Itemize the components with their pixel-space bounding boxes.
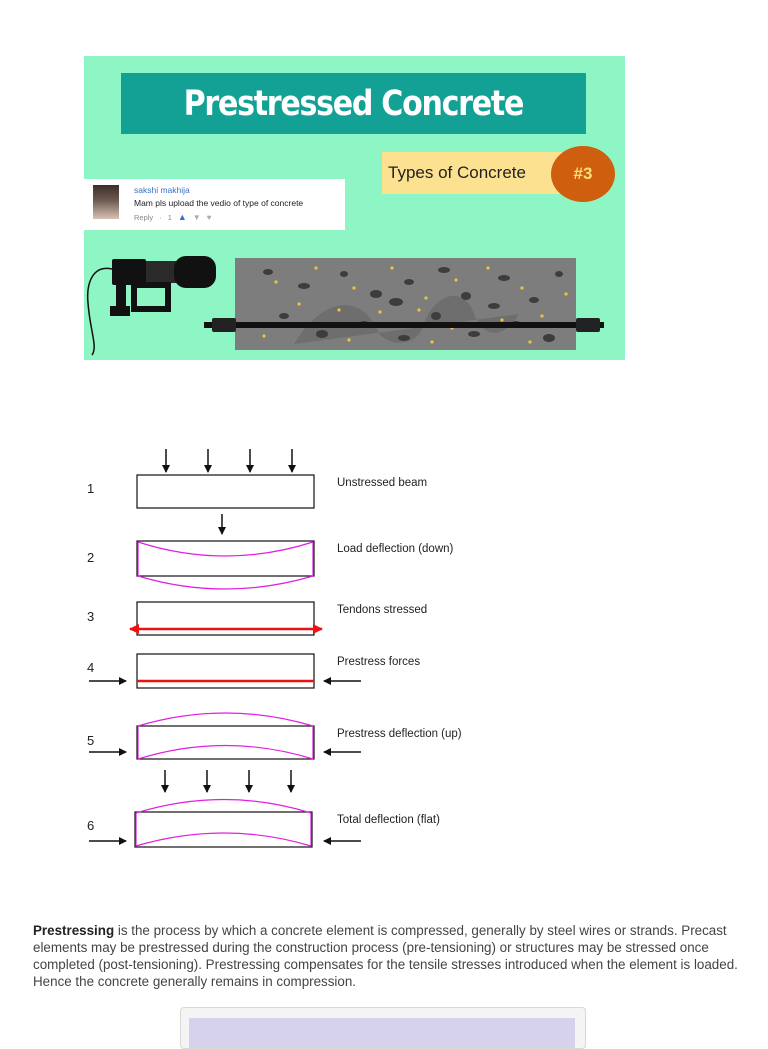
step-label: Prestress deflection (up) [337, 728, 462, 740]
step-label: Tendons stressed [337, 604, 428, 616]
comment-actions: Reply · 1 ▲ ▼ ♥ [134, 212, 212, 222]
beam-6 [134, 811, 313, 848]
step-number: 2 [87, 550, 95, 565]
beam-5 [136, 725, 315, 760]
hydraulic-jack-icon [86, 256, 216, 356]
beam-2 [136, 540, 315, 577]
prestressing-definition: Prestressing is the process by which a c… [33, 922, 738, 990]
comment-author: sakshi makhija [134, 185, 190, 195]
beam-1 [136, 474, 315, 509]
step-number: 6 [87, 818, 95, 833]
step-label: Total deflection (flat) [337, 814, 440, 826]
comment-card: sakshi makhija Mam pls upload the vedio … [84, 179, 345, 230]
heart-icon: ♥ [206, 212, 212, 222]
step-label: Prestress forces [337, 656, 421, 668]
types-of-concrete-badge: Types of Concrete [382, 152, 572, 194]
step-label: Load deflection (down) [337, 543, 454, 555]
title-bar: Prestressed Concrete [121, 73, 586, 134]
thumbs-up-icon: ▲ [177, 212, 187, 222]
like-count: 1 [167, 212, 172, 222]
thumbs-down-icon: ▼ [192, 212, 201, 222]
beam-4 [136, 653, 315, 689]
episode-number-badge: #3 [551, 146, 615, 202]
thumbnail-title: Prestressed Concrete [183, 83, 525, 124]
step-number: 5 [87, 733, 95, 748]
reply-link: Reply [134, 212, 154, 222]
frame-content [189, 1018, 575, 1048]
step-number: 4 [87, 660, 95, 675]
step-number: 1 [87, 481, 95, 496]
concrete-beam-illustration [204, 258, 604, 350]
comment-text: Mam pls upload the vedio of type of conc… [134, 198, 304, 208]
step-label: Unstressed beam [337, 477, 428, 489]
beam-3 [136, 601, 315, 636]
embedded-frame [180, 1007, 586, 1049]
video-thumbnail[interactable]: Prestressed Concrete Types of Concrete #… [84, 56, 625, 360]
step-number: 3 [87, 609, 95, 624]
load-arrows-top [162, 449, 296, 473]
avatar [93, 185, 119, 219]
definition-text: is the process by which a concrete eleme… [33, 923, 738, 990]
term-prestressing: Prestressing [33, 923, 115, 939]
